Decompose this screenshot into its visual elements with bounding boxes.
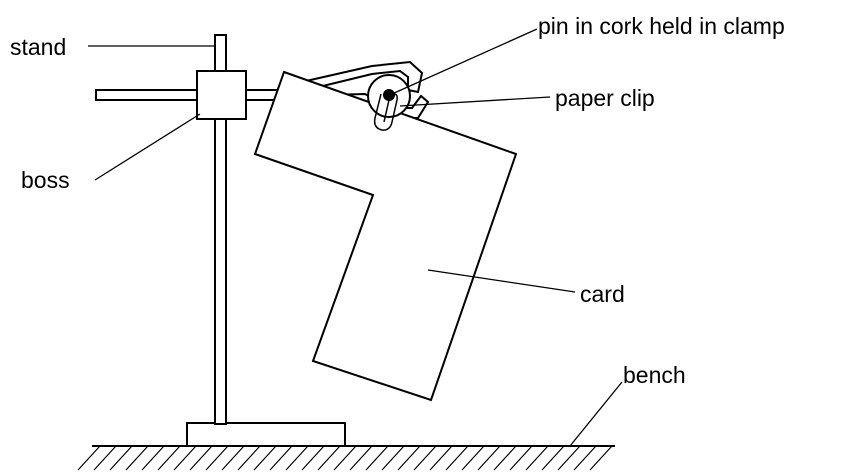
card (253, 70, 518, 402)
hatch-line (349, 445, 373, 471)
hatch-line (173, 445, 197, 471)
pin-leader (391, 28, 538, 95)
hatch-line (221, 445, 245, 471)
label-pin: pin in cork held in clamp (538, 13, 785, 39)
boss-leader (94, 113, 201, 181)
hatch-line (157, 445, 181, 471)
hatch-line (573, 445, 597, 471)
horizontal-arm (95, 89, 287, 101)
hatch-line (189, 445, 213, 471)
bench (77, 445, 615, 471)
card-leader (427, 269, 576, 293)
paper-clip (373, 93, 398, 131)
hatch-line (557, 445, 581, 471)
hatch-line (253, 445, 277, 471)
hatch-line (381, 445, 405, 471)
hatch-line (317, 445, 341, 471)
label-boss: boss (21, 167, 70, 193)
clip-leader (399, 96, 551, 107)
hatch-line (269, 445, 293, 471)
hatch-line (541, 445, 565, 471)
hatch-line (461, 445, 485, 471)
hatch-line (413, 445, 437, 471)
hatch-line (205, 445, 229, 471)
hatch-line (509, 445, 533, 471)
bench-hatching (77, 445, 613, 471)
hatch-line (77, 445, 101, 471)
hatch-line (109, 445, 133, 471)
cork (367, 74, 411, 118)
hatch-line (365, 445, 389, 471)
label-bench: bench (623, 362, 686, 388)
pin-head (383, 89, 395, 101)
stand-base (186, 422, 346, 447)
hatch-line (93, 445, 117, 471)
hatch-line (237, 445, 261, 471)
hatch-line (301, 445, 325, 471)
hatch-line (429, 445, 453, 471)
hatch-line (333, 445, 357, 471)
hatch-line (125, 445, 149, 471)
hatch-line (493, 445, 517, 471)
label-stand: stand (10, 34, 66, 60)
label-paper-clip: paper clip (555, 85, 655, 111)
boss (196, 70, 247, 120)
hatch-line (445, 445, 469, 471)
hatch-line (589, 445, 613, 471)
stand-rod (214, 34, 227, 425)
hatch-line (525, 445, 549, 471)
hatch-line (477, 445, 501, 471)
hatch-line (397, 445, 421, 471)
bench-leader (569, 381, 623, 447)
label-card: card (580, 281, 625, 307)
hatch-line (141, 445, 165, 471)
hatch-line (285, 445, 309, 471)
